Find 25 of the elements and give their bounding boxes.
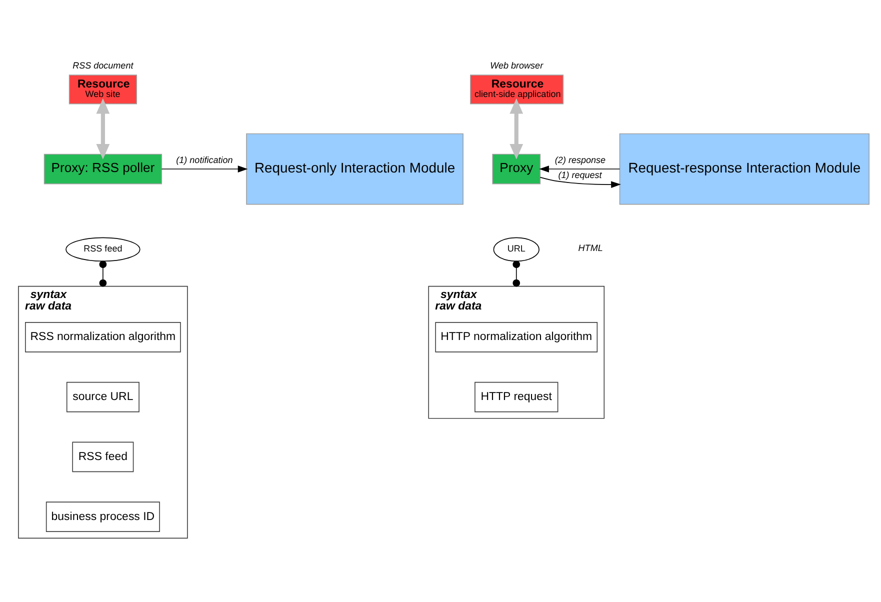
arrow (539, 165, 620, 172)
label: HTML (578, 242, 603, 252)
connector (99, 260, 107, 286)
node-box: Request-response Interaction Module (619, 132, 870, 204)
node-label: RSS document (72, 60, 134, 70)
node-box: Request-only Interaction Module (246, 132, 464, 204)
arrow (540, 176, 621, 188)
node-box: Proxy: RSS poller (44, 153, 162, 184)
connector (512, 260, 520, 286)
node-box: business process ID (46, 501, 160, 532)
node-label: Web browser (490, 60, 544, 70)
edge-label: (2) response (554, 154, 606, 165)
arrow (96, 98, 110, 159)
arrow (161, 165, 248, 172)
node-box: Proxy (492, 153, 541, 184)
node-ellipse: RSS feed (66, 236, 140, 262)
arrow (510, 98, 524, 159)
node-ellipse: URL (493, 236, 540, 262)
node-box: HTTP normalization algorithm (435, 322, 598, 352)
node-box: RSS normalization algorithm (25, 322, 181, 352)
edge-label: (1) request (558, 169, 602, 180)
node-box: HTTP request (474, 381, 558, 412)
node-box: source URL (66, 381, 140, 412)
node-box: RSS feed (72, 441, 134, 472)
edge-label: (1) notification (176, 154, 233, 165)
